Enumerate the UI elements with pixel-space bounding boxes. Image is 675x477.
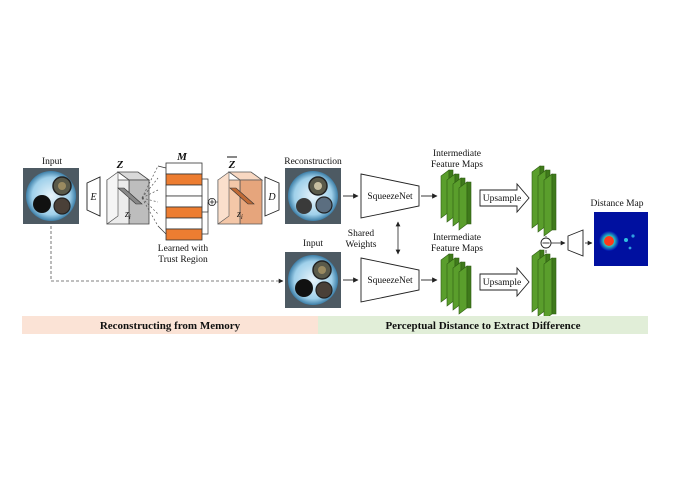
z-latent-cube: zi [106, 171, 151, 225]
squeezenet-top-label: SqueezeNet [367, 192, 413, 202]
upsampled-maps-top [531, 165, 557, 237]
upsample-arrow-bottom: Upsample [479, 266, 530, 298]
band-left [22, 316, 318, 334]
minus-operator-icon [540, 237, 552, 249]
sum-operator-icon [207, 197, 216, 206]
band-right [318, 316, 648, 334]
reconstruction-label: Reconstruction [284, 157, 342, 167]
z-hat-cube: zi [217, 171, 264, 225]
ifm-top-label-1: Intermediate [433, 149, 481, 159]
squeezenet-bottom-label: SqueezeNet [367, 276, 413, 286]
aggregate-block [567, 229, 584, 257]
ifm-bottom-label-1: Intermediate [433, 233, 481, 243]
upsample-bottom-label: Upsample [483, 278, 522, 288]
upsample-top-label: Upsample [483, 194, 522, 204]
memory-query-lines [141, 165, 159, 227]
memory-bank [165, 162, 203, 241]
squeezenet-bottom: SqueezeNet [360, 257, 420, 303]
ifm-top-label-2: Feature Maps [431, 160, 483, 170]
learned-label-1: Learned with [158, 244, 209, 254]
z-hat-label: Z [228, 159, 236, 171]
band-right-label: Perceptual Distance to Extract Differenc… [385, 320, 580, 332]
upsample-arrow-top: Upsample [479, 182, 530, 214]
band-left-label: Reconstructing from Memory [100, 320, 241, 332]
decoder-block: D [264, 176, 280, 217]
encoder-block: E [86, 176, 101, 217]
shared-label-1: Shared [348, 229, 375, 239]
input-top-label: Input [42, 157, 62, 167]
shared-label-2: Weights [346, 240, 377, 250]
distance-map-image [594, 212, 648, 266]
input-image-bottom [285, 252, 341, 308]
input-image-top [23, 168, 79, 224]
decoder-label: D [267, 192, 276, 203]
z-i-label: zi [124, 209, 131, 221]
learned-label-2: Trust Region [158, 255, 208, 265]
reconstruction-image [285, 168, 341, 224]
input-bottom-label: Input [303, 239, 323, 249]
feature-maps-bottom [440, 253, 472, 315]
encoder-label: E [89, 192, 96, 203]
z-label: Z [116, 159, 124, 171]
memory-label: M [176, 151, 188, 163]
squeezenet-top: SqueezeNet [360, 173, 420, 219]
z-hat-i-label: zi [236, 209, 243, 221]
feature-maps-top [440, 169, 472, 231]
distance-map-label: Distance Map [590, 199, 643, 209]
input-skip-arrow [50, 226, 284, 284]
ifm-bottom-label-2: Feature Maps [431, 244, 483, 254]
upsampled-maps-bottom [531, 249, 557, 321]
